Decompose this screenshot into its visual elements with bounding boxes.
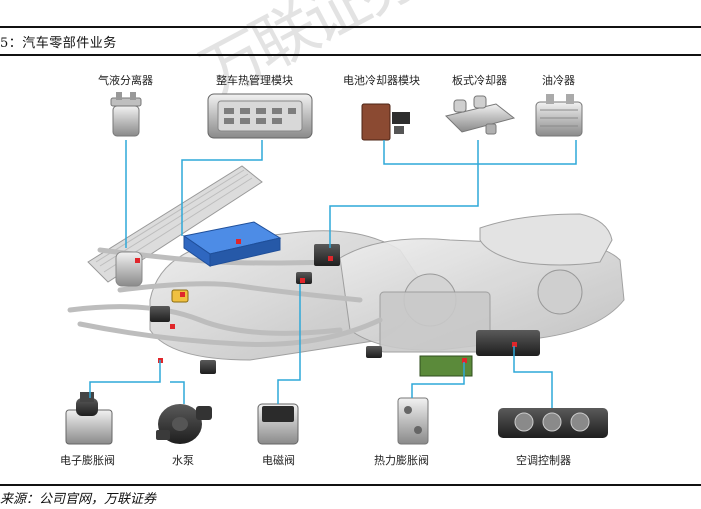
label-oil-cooler: 油冷器 xyxy=(542,74,575,87)
label-thermal-expansion-valve: 热力膨胀阀 xyxy=(374,454,429,467)
label-ac-controller: 空调控制器 xyxy=(516,454,571,467)
ac-controller-part xyxy=(498,408,608,438)
leader-lines xyxy=(89,140,577,408)
label-battery-chiller-module: 电池冷却器模块 xyxy=(343,74,420,87)
header-rule-top xyxy=(0,26,701,28)
thermal-expansion-valve-part xyxy=(397,397,429,445)
figure-title: 5：汽车零部件业务 xyxy=(0,36,117,51)
water-pump-part xyxy=(156,404,212,444)
coolant-pipes xyxy=(67,247,383,347)
label-solenoid-valve: 电磁阀 xyxy=(262,454,295,467)
label-gas-liquid-separator: 气液分离器 xyxy=(98,74,153,87)
thermal-management-module-part xyxy=(207,93,313,139)
thermal-module-blue xyxy=(182,221,282,267)
label-electronic-expansion-valve: 电子膨胀阀 xyxy=(60,454,115,467)
footer-rule xyxy=(0,484,701,486)
battery-chiller-part xyxy=(361,103,410,141)
plate-cooler-part xyxy=(445,95,516,135)
electronic-expansion-valve-part xyxy=(65,392,113,445)
label-thermal-management-module: 整车热管理模块 xyxy=(216,74,293,87)
source-note: 来源：公司官网，万联证券 xyxy=(0,492,157,507)
header-rule-bottom xyxy=(0,54,701,56)
label-plate-cooler: 板式冷却器 xyxy=(452,74,507,87)
receiver-dryer xyxy=(115,251,143,287)
solenoid-valve-part xyxy=(257,403,299,445)
oil-cooler-part xyxy=(535,94,583,137)
label-water-pump: 水泵 xyxy=(172,454,194,467)
gas-liquid-separator-part xyxy=(110,92,142,137)
